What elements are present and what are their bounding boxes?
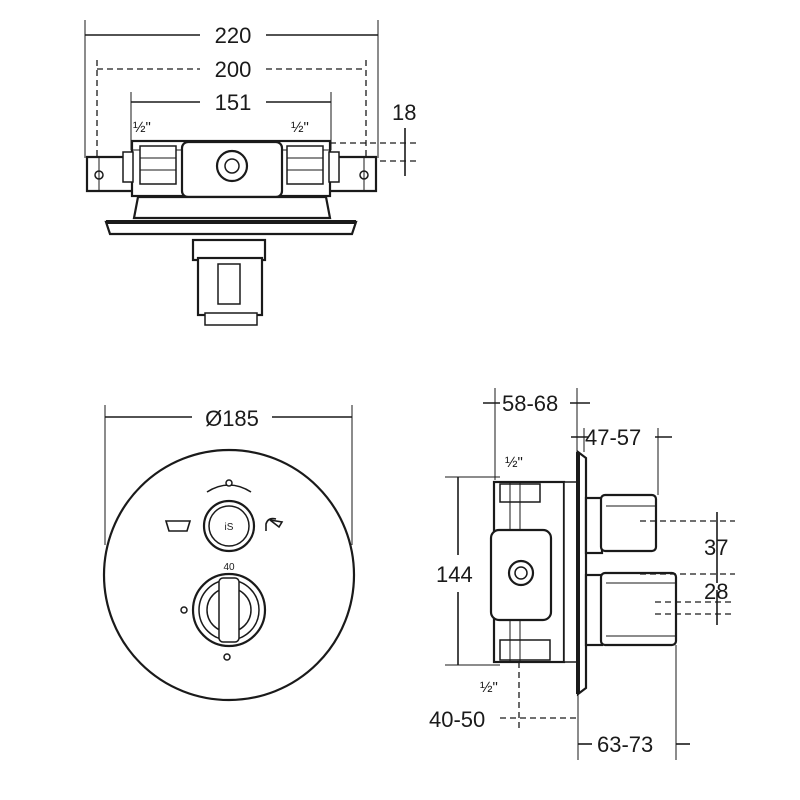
dim-label-144: 144 [436, 562, 473, 587]
dim-label-37: 37 [704, 535, 728, 560]
dim-plate-diameter: Ø185 [104, 405, 353, 545]
flow-knob-side [599, 493, 658, 553]
dim-label-200: 200 [215, 57, 252, 82]
dim-upper-outlet: 37 [640, 512, 735, 583]
dim-label-58-68: 58-68 [502, 391, 558, 416]
shower-icon [265, 517, 284, 531]
dim-label-diameter: Ø185 [205, 406, 259, 431]
temperature-mark: 40 [223, 562, 235, 573]
dim-label-40-50: 40-50 [429, 707, 485, 732]
bath-icon [164, 520, 192, 532]
dim-label-18: 18 [392, 100, 416, 125]
top-view: 220 200 151 ½" ½" 18 [84, 20, 420, 326]
inlet-fitting-right [286, 145, 324, 185]
inlet-right-label: ½" [291, 119, 309, 136]
dim-label-28: 28 [704, 579, 728, 604]
dim-handle-projection: 47-57 [571, 425, 672, 495]
ideal-standard-logo: iS [225, 522, 234, 533]
dim-body-height: 144 [436, 476, 500, 666]
dim-wall-depth: 40-50 [429, 662, 578, 732]
dim-body-depth: 58-68 [483, 388, 590, 480]
thermostat-knob-side [599, 571, 678, 647]
dim-label-47-57: 47-57 [585, 425, 641, 450]
front-view: Ø185 iS 40 [102, 405, 356, 702]
inlet-bottom-label: ½" [480, 679, 498, 696]
dim-bracket-holes: 200 [96, 57, 367, 158]
inlet-fitting-left [139, 145, 177, 185]
dim-total-projection: 63-73 [577, 645, 690, 760]
side-view: 58-68 47-57 ½" 144 [429, 388, 735, 760]
dim-inlet-spacing: 151 [130, 90, 332, 150]
dim-label-63-73: 63-73 [597, 732, 653, 757]
inlet-top-label: ½" [505, 454, 523, 471]
inlet-left-label: ½" [133, 119, 151, 136]
thermostat-grip [218, 577, 240, 643]
dim-label-151: 151 [215, 90, 252, 115]
dim-label-220: 220 [215, 23, 252, 48]
dim-overall-width: 220 [84, 20, 379, 158]
dim-lower-outlet: 28 [655, 579, 735, 625]
